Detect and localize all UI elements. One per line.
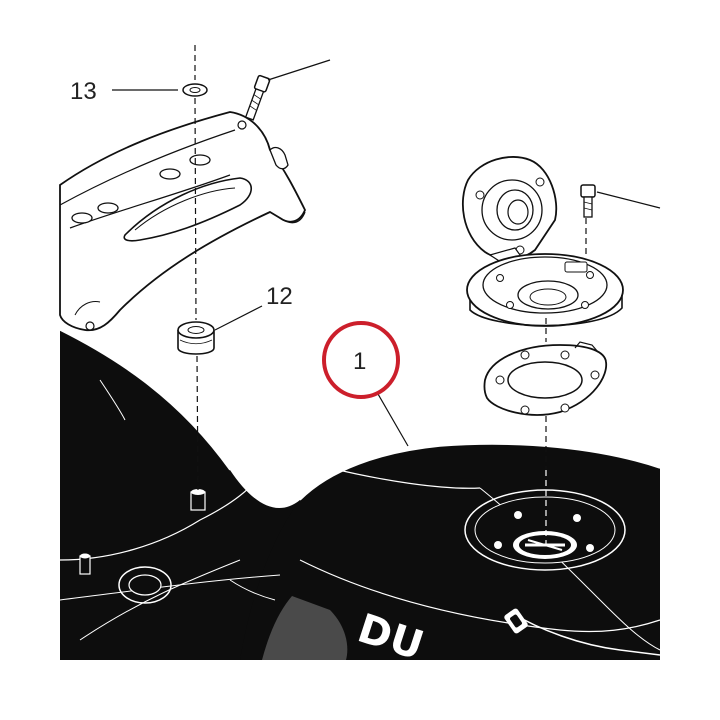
- callout-1: 1: [353, 348, 366, 375]
- rubber-bush-part-12: [177, 321, 215, 355]
- leader-1: [377, 393, 409, 447]
- tank-rear-section: [60, 330, 300, 660]
- callout-1-highlight: 1: [322, 321, 400, 399]
- bolt-bracket: [244, 74, 271, 121]
- callout-12: 12: [266, 283, 293, 310]
- callout-13: 13: [70, 78, 97, 105]
- leader-12: [214, 305, 263, 331]
- leader-bolt-right: [596, 191, 661, 209]
- highlight-circle: [322, 321, 400, 399]
- leader-lines: [112, 59, 661, 447]
- washer-part-13: [182, 83, 208, 97]
- filler-gasket: [483, 341, 608, 416]
- bolt-filler-cap: [580, 184, 596, 218]
- filler-cap-assembly: [462, 156, 624, 327]
- rear-tank-fitting: [79, 489, 206, 604]
- tank-filler-recess: [464, 489, 626, 571]
- tank-hose-clip: [504, 608, 661, 656]
- assembly-lines: [194, 45, 587, 545]
- tank-side-panel: [262, 596, 348, 660]
- leader-bolt-top: [267, 59, 331, 81]
